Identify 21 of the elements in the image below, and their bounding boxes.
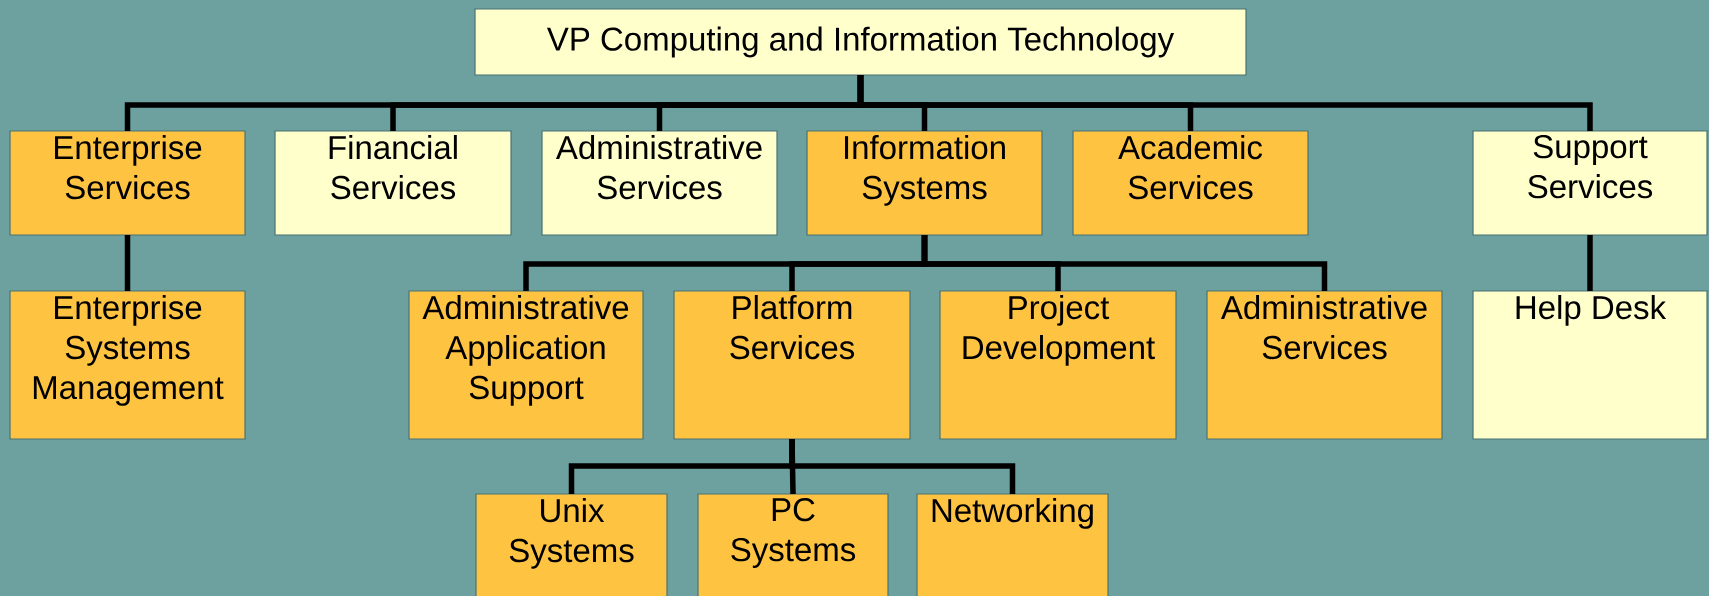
org-box: Support Services xyxy=(1472,130,1708,236)
connector-line xyxy=(921,235,1328,291)
org-box: Unix Systems xyxy=(475,493,668,596)
org-box: Administrative Services xyxy=(541,130,778,236)
title-box: VP Computing and Information Technology xyxy=(474,8,1247,76)
org-box: Administrative Services xyxy=(1206,290,1443,440)
org-box: Enterprise Systems Management xyxy=(9,290,246,440)
org-box: Enterprise Services xyxy=(9,130,246,236)
org-box: Help Desk xyxy=(1472,290,1708,440)
connector-line xyxy=(857,75,1593,131)
connector-line xyxy=(789,439,1016,494)
org-box: Administrative Application Support xyxy=(408,290,644,440)
org-box: Information Systems xyxy=(806,130,1043,236)
org-box: Academic Services xyxy=(1072,130,1309,236)
org-box: Networking xyxy=(916,493,1109,596)
org-box: PC Systems xyxy=(697,493,889,596)
connector-line xyxy=(124,235,131,291)
org-box: Project Development xyxy=(939,290,1177,440)
org-box: Platform Services xyxy=(673,290,911,440)
org-box: Financial Services xyxy=(274,130,512,236)
connector-line xyxy=(1587,235,1593,291)
